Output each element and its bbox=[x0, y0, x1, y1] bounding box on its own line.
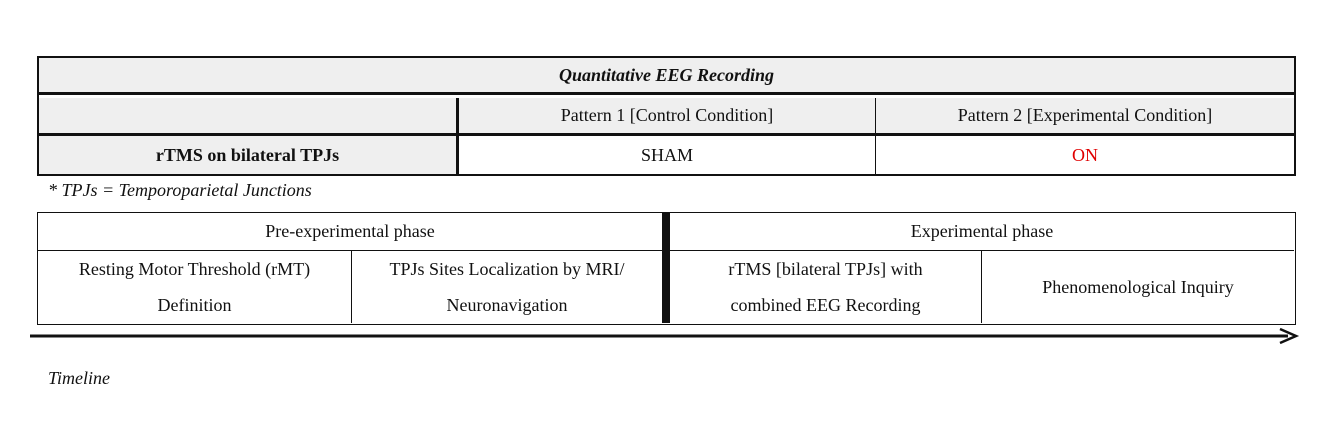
pattern2-label: Pattern 2 [Experimental Condition] bbox=[957, 105, 1213, 125]
header-empty-cell bbox=[39, 98, 459, 136]
on-value: ON bbox=[1072, 144, 1098, 165]
eeg-conditions-table: Quantitative EEG Recording Pattern 1 [Co… bbox=[37, 56, 1296, 176]
phase1-label: Pre-experimental phase bbox=[265, 221, 435, 241]
experimental-phase-header: Experimental phase bbox=[670, 213, 1294, 251]
row-label: rTMS on bilateral TPJs bbox=[155, 144, 340, 165]
row-label-cell: rTMS on bilateral TPJs bbox=[39, 136, 459, 174]
timeline-arrow bbox=[30, 327, 1300, 345]
phases-table: Pre-experimental phase Experimental phas… bbox=[37, 212, 1296, 325]
arrow-right-icon bbox=[1279, 327, 1300, 345]
step-phenomenological-inquiry: Phenomenological Inquiry bbox=[1042, 276, 1234, 297]
pre-experimental-phase-header: Pre-experimental phase bbox=[38, 213, 662, 251]
pattern2-value-cell: ON bbox=[876, 136, 1294, 174]
phase-divider bbox=[662, 213, 670, 323]
pattern1-value-cell: SHAM bbox=[459, 136, 876, 174]
pattern2-header: Pattern 2 [Experimental Condition] bbox=[876, 98, 1294, 136]
pattern1-label: Pattern 1 [Control Condition] bbox=[560, 105, 774, 125]
step-rtms-eeg: rTMS [bilateral TPJs] with combined EEG … bbox=[670, 251, 982, 323]
step-rmt-definition: Resting Motor Threshold (rMT) Definition bbox=[38, 251, 352, 323]
table-title-cell: Quantitative EEG Recording bbox=[39, 58, 1294, 95]
sham-value: SHAM bbox=[640, 144, 693, 165]
step-tpj-localization: TPJs Sites Localization by MRI/ Neuronav… bbox=[389, 259, 625, 315]
table-title: Quantitative EEG Recording bbox=[558, 64, 774, 85]
pattern1-header: Pattern 1 [Control Condition] bbox=[459, 98, 876, 136]
timeline-label: Timeline bbox=[48, 368, 110, 388]
phase2-label: Experimental phase bbox=[910, 221, 1054, 241]
footnote: * TPJs = Temporoparietal Junctions bbox=[48, 180, 312, 200]
